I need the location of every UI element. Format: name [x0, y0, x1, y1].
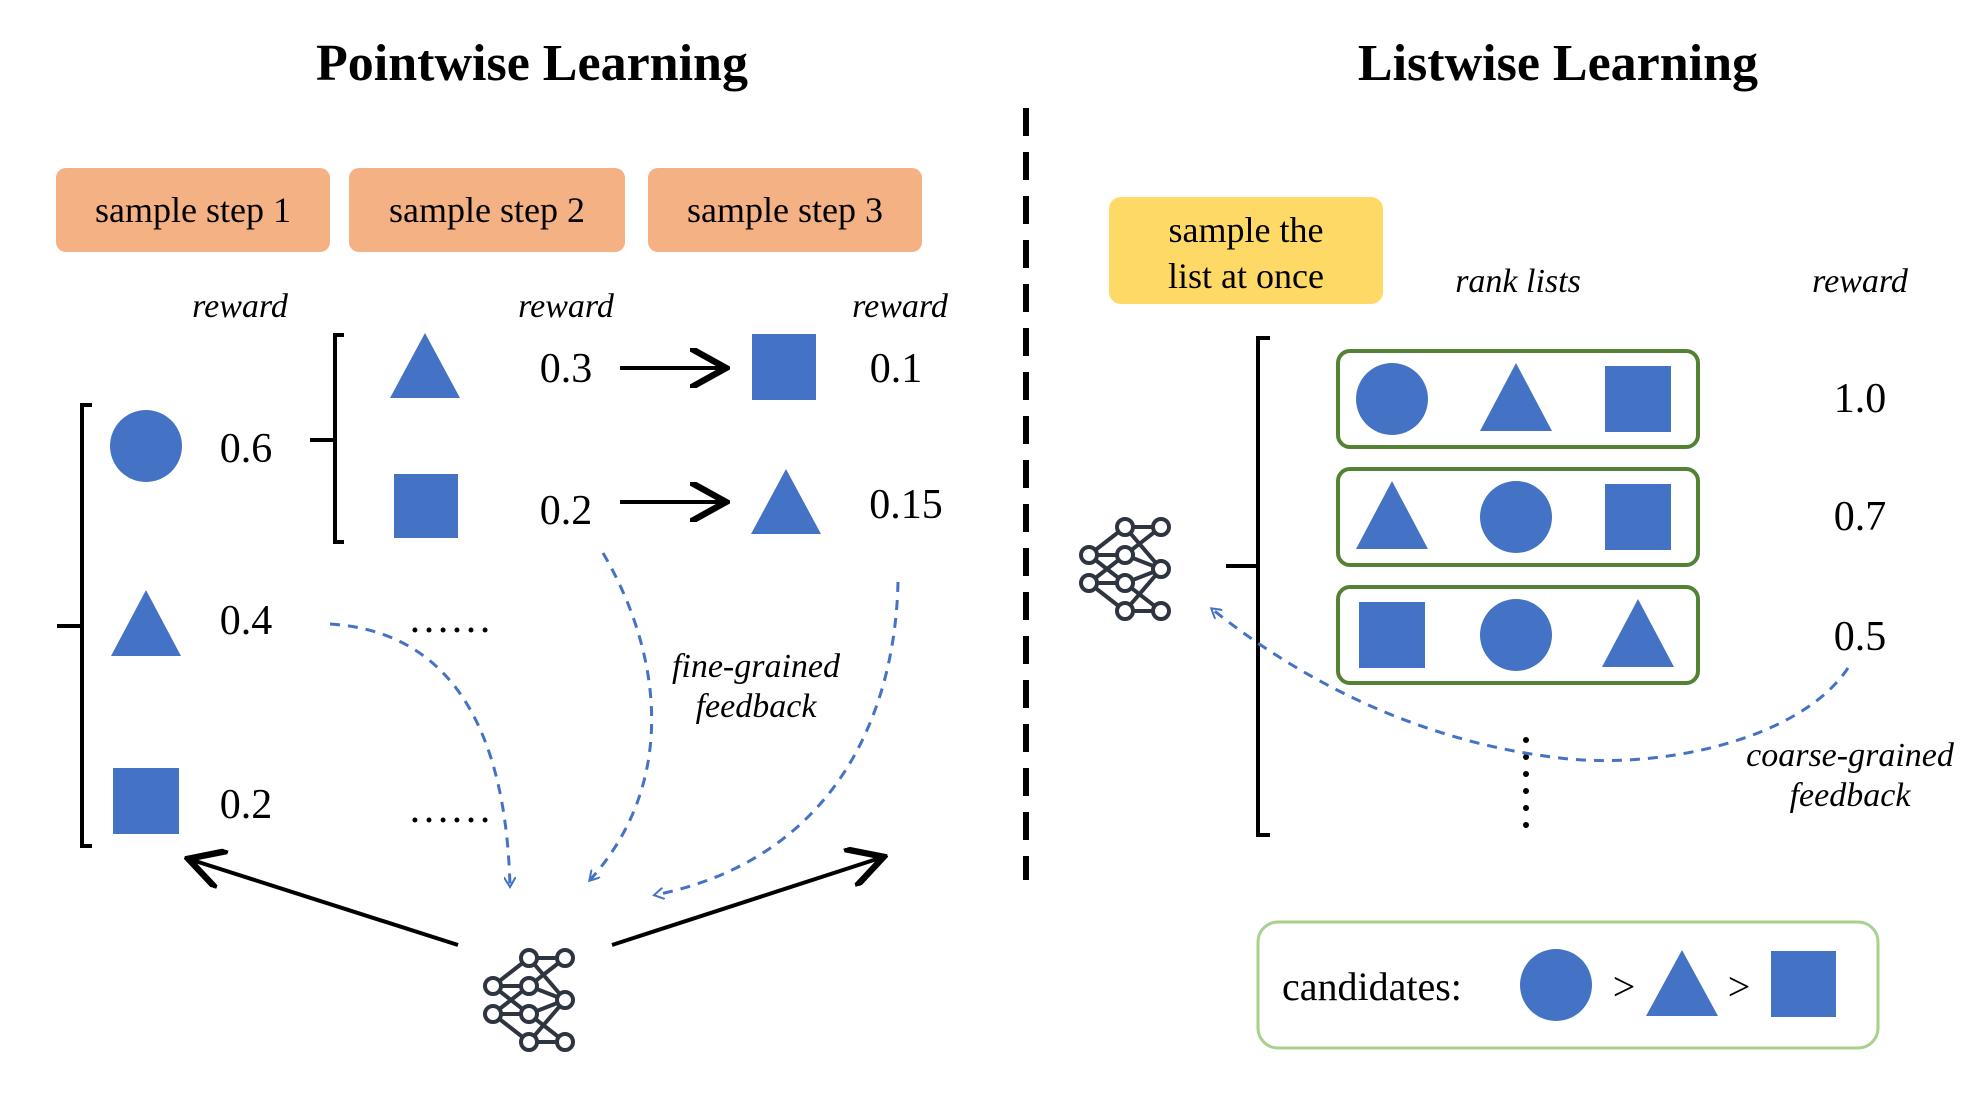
circle-shape [1480, 599, 1552, 671]
step-label-2: sample step 2 [389, 190, 585, 230]
fine-grained-label-line1: fine-grained [672, 648, 841, 685]
circle-shape [1356, 363, 1428, 435]
reward-label-step1: reward [192, 288, 289, 325]
circle-shape [1520, 949, 1592, 1021]
square-shape [1605, 366, 1671, 432]
reward-label-step2: reward [518, 288, 615, 325]
triangle-shape [1602, 599, 1674, 667]
fine-grained-feedback-curves [329, 552, 900, 895]
sample-list-line1: sample the [1169, 210, 1324, 250]
square-shape [1605, 484, 1671, 550]
triangle-shape [751, 469, 821, 534]
square-shape [1359, 602, 1425, 668]
triangle-shape [111, 590, 181, 656]
neural-network-icon [483, 948, 575, 1052]
step-button-2: sample step 2 [349, 168, 625, 252]
rank-list-box-0 [1336, 349, 1700, 449]
candidates-label: candidates: [1282, 964, 1462, 1009]
step-button-3: sample step 3 [648, 168, 922, 252]
triangle-shape [390, 333, 460, 398]
arrow-network-left [192, 860, 459, 947]
greater-than-2: > [1728, 964, 1751, 1009]
square-shape [113, 768, 179, 834]
list-reward-0: 1.0 [1834, 376, 1887, 422]
listwise-reward-label: reward [1812, 263, 1909, 300]
coarse-grained-feedback-curve [1212, 609, 1850, 763]
vertical-ellipsis [1523, 737, 1529, 828]
circle-shape [110, 410, 182, 482]
step-button-1: sample step 1 [56, 168, 330, 252]
candidates-legend: candidates: > > [1256, 920, 1880, 1050]
reward-level2-0: 0.3 [540, 346, 593, 392]
step-label-1: sample step 1 [95, 190, 291, 230]
neural-network-icon [1079, 517, 1171, 621]
square-shape [752, 334, 816, 400]
ellipsis-1: …… [408, 596, 492, 642]
pointwise-title: Pointwise Learning [316, 35, 748, 92]
ellipsis-2: …… [408, 786, 492, 832]
reward-level2-1: 0.2 [540, 488, 593, 534]
bracket-listwise [1256, 336, 1270, 837]
coarse-grained-label-line1: coarse-grained [1746, 737, 1955, 774]
rank-list-box-2 [1336, 585, 1700, 685]
list-reward-1: 0.7 [1834, 494, 1887, 540]
bracket-level1 [80, 403, 92, 848]
reward-level3-0: 0.1 [870, 346, 923, 392]
coarse-grained-label-line2: feedback [1790, 777, 1912, 814]
step-label-3: sample step 3 [687, 190, 883, 230]
circle-shape [1480, 481, 1552, 553]
rank-lists-group [1336, 349, 1700, 685]
triangle-shape [1356, 481, 1428, 549]
reward-level1-1: 0.4 [220, 598, 273, 644]
triangle-shape [1480, 363, 1552, 431]
reward-level3-1: 0.15 [869, 482, 943, 528]
reward-level1-2: 0.2 [220, 782, 273, 828]
reward-label-step3: reward [852, 288, 949, 325]
greater-than-1: > [1613, 964, 1636, 1009]
rank-lists-label: rank lists [1455, 263, 1581, 300]
sample-list-button: sample the list at once [1109, 197, 1383, 304]
rank-list-box-1 [1336, 467, 1700, 567]
arrow-network-right [611, 858, 880, 947]
bracket-level2 [333, 333, 344, 544]
sample-list-line2: list at once [1168, 256, 1324, 296]
triangle-shape [1646, 950, 1718, 1016]
listwise-title: Listwise Learning [1358, 35, 1758, 92]
square-shape [394, 474, 458, 538]
square-shape [1771, 951, 1836, 1017]
reward-level1-0: 0.6 [220, 426, 273, 472]
fine-grained-label-line2: feedback [696, 688, 818, 725]
list-reward-2: 0.5 [1834, 614, 1887, 660]
